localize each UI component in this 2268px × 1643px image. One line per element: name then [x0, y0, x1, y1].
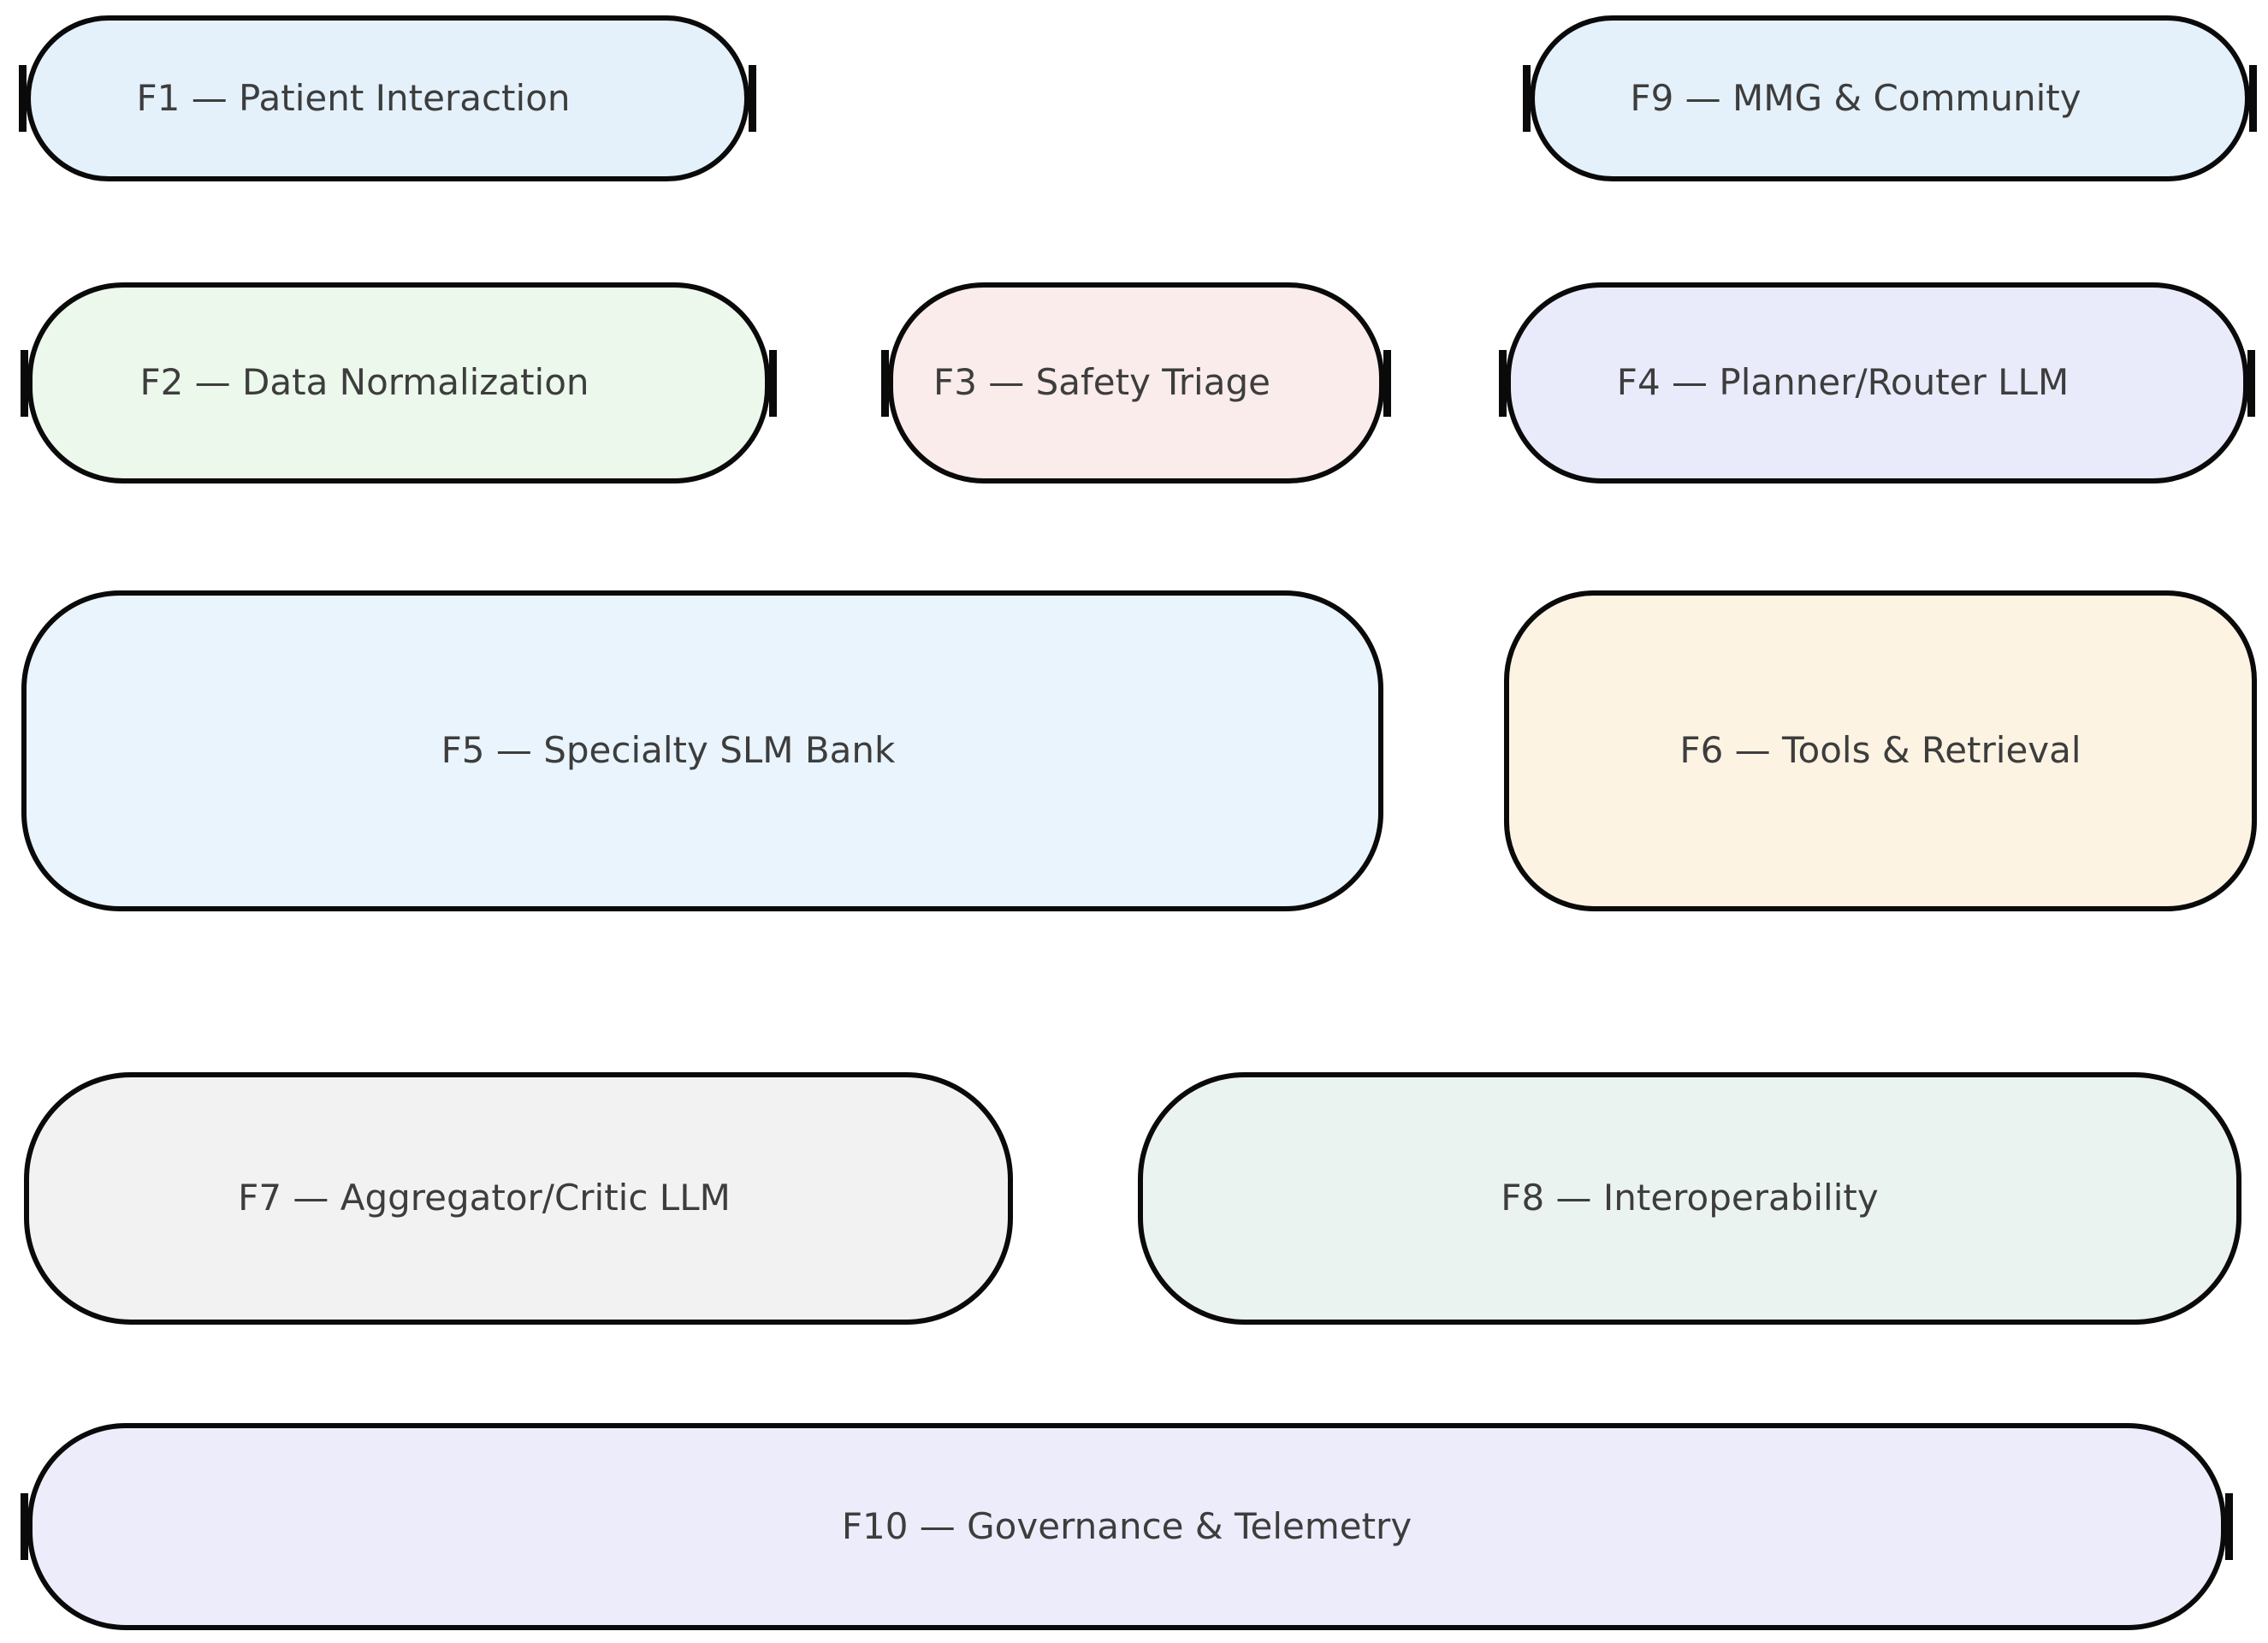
node-label: F10 — Governance & Telemetry: [841, 1504, 1412, 1547]
node-label: F4 — Planner/Router LLM: [1616, 361, 2070, 404]
node-f5-specialty-slm-bank: F5 — Specialty SLM Bank: [21, 590, 1383, 911]
node-label: F6 — Tools & Retrieval: [1679, 729, 2081, 772]
edge-stub-left: [881, 349, 889, 417]
node-f10-governance-telemetry: F10 — Governance & Telemetry: [21, 1423, 2233, 1630]
node-label: F3 — Safety Triage: [933, 361, 1270, 404]
node-label: F1 — Patient Interaction: [136, 76, 571, 119]
node-f1-patient-interaction: F1 — Patient Interaction: [19, 15, 756, 181]
edge-stub-left: [21, 349, 28, 417]
node-label: F7 — Aggregator/Critic LLM: [238, 1177, 731, 1219]
node-label: F5 — Specialty SLM Bank: [441, 729, 896, 772]
edge-stub-right: [2247, 349, 2255, 417]
edge-stub-right: [749, 65, 756, 132]
edge-stub-right: [2225, 1493, 2233, 1560]
edge-stub-left: [21, 1493, 28, 1560]
node-label: F2 — Data Normalization: [139, 361, 589, 404]
node-f6-tools-retrieval: F6 — Tools & Retrieval: [1504, 590, 2257, 911]
node-f4-planner-router-llm: F4 — Planner/Router LLM: [1499, 282, 2255, 483]
node-f8-interoperability: F8 — Interoperability: [1138, 1072, 2241, 1325]
edge-stub-right: [769, 349, 777, 417]
edge-stub-right: [1383, 349, 1391, 417]
edge-stub-left: [19, 65, 27, 132]
edge-stub-right: [2249, 65, 2257, 132]
node-label: F8 — Interoperability: [1501, 1177, 1879, 1219]
node-f2-data-normalization: F2 — Data Normalization: [21, 282, 777, 483]
edge-stub-left: [1499, 349, 1507, 417]
node-f7-aggregator-critic-llm: F7 — Aggregator/Critic LLM: [24, 1072, 1013, 1325]
node-label: F9 — MMG & Community: [1630, 76, 2081, 119]
node-f9-mmg-community: F9 — MMG & Community: [1523, 15, 2257, 181]
edge-stub-left: [1523, 65, 1531, 132]
node-f3-safety-triage: F3 — Safety Triage: [881, 282, 1391, 483]
